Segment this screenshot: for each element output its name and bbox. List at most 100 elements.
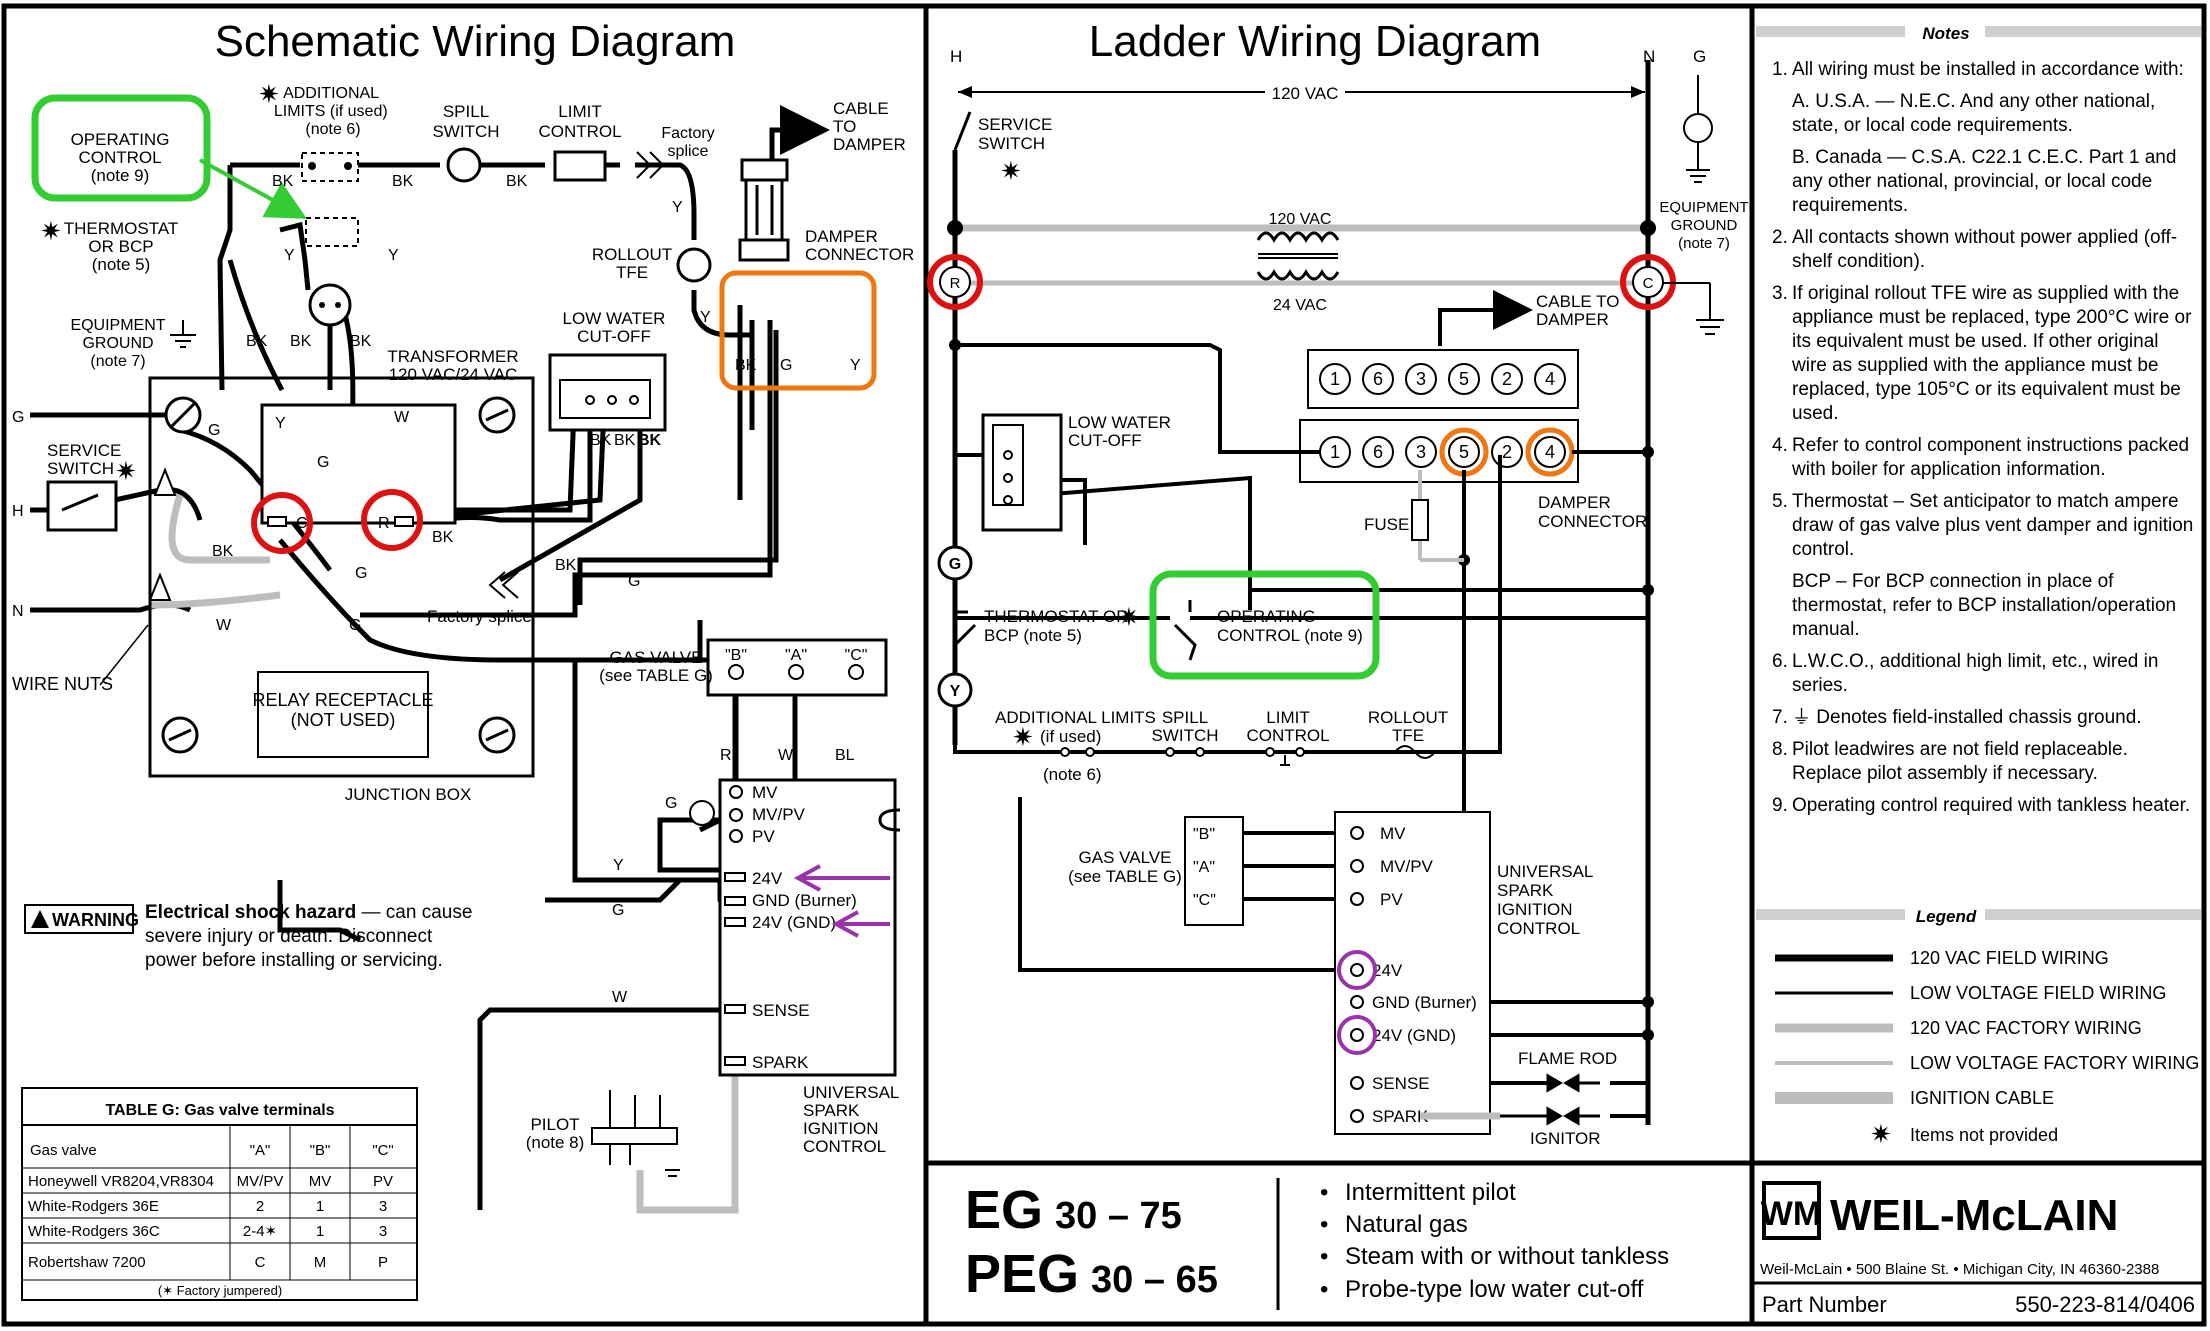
svg-text:"C": "C" [372,1142,393,1159]
terminal-r [394,516,414,527]
ladder-operating-control-highlight [1149,570,1380,680]
ground-symbol-icon: ⏚ [1792,707,1817,728]
svg-text:Y: Y [275,415,286,432]
transformer-body [260,403,457,525]
brand-logo-mark [1762,1181,1821,1240]
gas-valve-label: GAS VALVE(see TABLE G) [599,648,713,685]
svg-text:1: 1 [1330,442,1340,462]
note-item: A. U.S.A. — N.E.C. And any other nationa… [1792,91,2156,136]
spill-switch-component [446,147,482,183]
module-clip [878,808,901,832]
junction-box-label: JUNCTION BOX [345,785,472,804]
notes-list: 1.All wiring must be installed in accord… [1772,58,2197,826]
ladder-h-label: H [950,47,962,66]
svg-text:2-4✶: 2-4✶ [243,1223,277,1240]
terminal-c-label: C [296,515,308,532]
svg-text:C: C [255,1254,266,1271]
svg-text:G: G [665,795,677,812]
svg-text:1: 1 [316,1223,324,1240]
schematic-title: Schematic Wiring Diagram [215,17,736,66]
note-item: 6.L.W.C.O., additional high limit, etc.,… [1772,651,2159,696]
svg-text:"B": "B" [1193,826,1215,843]
ignitor-arrows [1500,1106,1600,1126]
svg-text:BL: BL [835,747,855,764]
additional-limits-switch [301,152,359,182]
table-g-header: Gas valve "A" "B" "C" [30,1142,394,1159]
svg-text:Intermittent pilot: Intermittent pilot [1345,1179,1516,1206]
note-item: 1.All wiring must be installed in accord… [1772,59,2184,80]
svg-text:6: 6 [1373,442,1383,462]
svg-text:Y: Y [850,357,861,374]
operating-control-switch [305,217,359,247]
svg-text:"B": "B" [310,1142,331,1159]
ignition-terminal-markers [724,785,746,1066]
warning-message: Electrical shock hazard — can cause seve… [145,902,478,971]
damper-plug [738,158,790,262]
svg-text:MV/PV: MV/PV [1380,857,1434,876]
service-switch-box [46,480,118,532]
terminal-r-label: R [378,515,390,532]
svg-text:2: 2 [1502,369,1512,389]
note-item: BCP – For BCP connection in place of the… [1792,571,2177,640]
svg-text:Y: Y [700,309,711,326]
svg-text:3: 3 [1416,442,1426,462]
limit-control-component [553,150,607,182]
ladder-operating-control-switch [1173,600,1197,661]
notes-heading: Notes [1922,24,1969,43]
svg-text:W: W [612,989,628,1006]
svg-text:G: G [317,454,329,471]
legend-labels: 120 VAC FIELD WIRING LOW VOLTAGE FIELD W… [1910,948,2199,1145]
ladder-thermostat-star: ✷ [1118,602,1140,632]
ladder-gas-valve [1184,816,1244,926]
model-features: •Intermittent pilot •Natural gas •Steam … [1320,1179,1669,1303]
svg-text:SENSE: SENSE [1372,1074,1430,1093]
ladder-control-terminal-dots [1350,826,1364,1123]
svg-text:Y: Y [672,199,683,216]
svg-text:Probe-type low water cut-off: Probe-type low water cut-off [1345,1276,1644,1303]
brand-logo-text: WEIL-McLAIN [1830,1191,2118,1240]
ladder-gas-valve-label: GAS VALVE(see TABLE G) [1068,848,1182,886]
svg-text:G: G [780,357,792,374]
schematic-factory-wires [149,493,739,1214]
svg-text:•: • [1320,1179,1328,1206]
svg-text:R: R [720,747,732,764]
svg-text:W: W [778,747,794,764]
ladder-control-terminal-labels: MV MV/PV PV 24V GND (Burner) 24V (GND) S… [1372,824,1477,1126]
svg-text:Robertshaw 7200: Robertshaw 7200 [28,1254,146,1271]
legend-star-icon: ✷ [1870,1119,1892,1149]
ground-symbol [170,320,196,348]
ladder-g-label: G [1693,47,1706,66]
svg-text:2: 2 [1502,442,1512,462]
svg-text:Gas valve: Gas valve [30,1142,97,1159]
cable-to-damper-arrow [769,105,830,165]
svg-text:"B": "B" [725,647,747,664]
note-item: 2.All contacts shown without power appli… [1772,227,2178,272]
terminal-r-highlight [361,489,423,551]
svg-text:BK: BK [246,333,268,350]
lwco-wire-2: BK [614,432,636,449]
svg-text:Honeywell VR8204,VR8304: Honeywell VR8204,VR8304 [28,1173,214,1190]
svg-text:"A": "A" [785,647,807,664]
ground-screw-module [689,800,715,826]
purple-arrow-24v [793,864,890,892]
ignition-control-module [718,778,897,1077]
svg-text:MV/PV: MV/PV [752,805,806,824]
svg-text:1: 1 [1330,369,1340,389]
part-number-value: 550-223-814/0406 [2015,1292,2195,1317]
svg-text:BK: BK [212,543,234,560]
table-g [21,1087,418,1301]
ladder-24v-highlight [1337,950,1377,990]
gas-valve-terminals: "B" "A" "C" [725,647,867,664]
ladder-series-switches [1060,745,1436,766]
